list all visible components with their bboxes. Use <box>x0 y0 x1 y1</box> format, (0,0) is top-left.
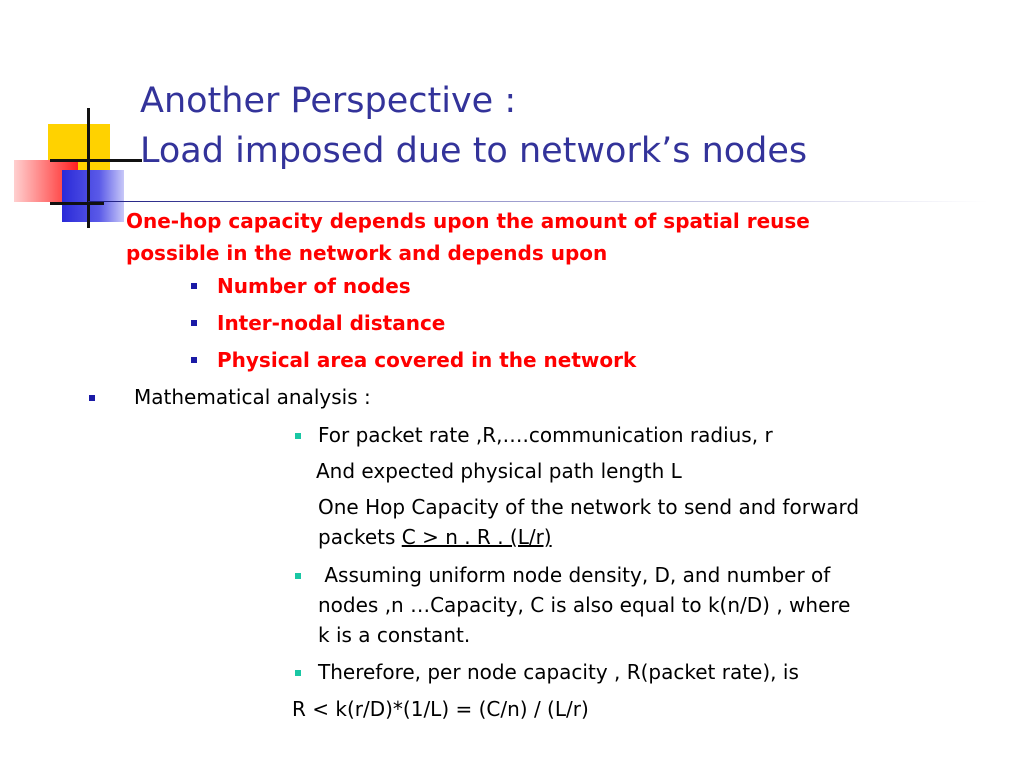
bullet-square-icon <box>89 395 95 401</box>
bullet-square-icon <box>295 433 301 439</box>
bullet-square-icon <box>191 283 197 289</box>
bullet-square-icon <box>191 357 197 363</box>
final-formula: R < k(r/D)*(1/L) = (C/n) / (L/r) <box>292 697 589 721</box>
density-line2: nodes ,n …Capacity, C is also equal to k… <box>318 593 851 617</box>
analysis-item-per-node-capacity: Therefore, per node capacity , R(packet … <box>318 660 799 684</box>
bullet-text-line1: One-hop capacity depends upon the amount… <box>126 209 810 233</box>
analysis-item-path-length: And expected physical path length L <box>316 459 682 483</box>
title-underline <box>88 201 988 202</box>
title-line-1: Another Perspective : <box>140 81 517 121</box>
packets-prefix: packets <box>318 525 402 549</box>
bullet-one-hop-capacity: One-hop capacity depends upon the amount… <box>126 205 810 269</box>
analysis-item-one-hop-capacity: One Hop Capacity of the network to send … <box>318 495 860 519</box>
sub-bullet-physical-area: Physical area covered in the network <box>217 348 637 372</box>
bullet-square-icon <box>191 320 197 326</box>
slide-title: Another Perspective : Load imposed due t… <box>140 76 807 176</box>
density-line3: k is a constant. <box>318 623 471 647</box>
vertical-line <box>87 108 90 228</box>
analysis-item-packets-formula: packets C > n . R . (L/r) <box>318 522 552 552</box>
bullet-mathematical-analysis: Mathematical analysis : <box>134 385 371 409</box>
horizontal-line-lower <box>50 202 104 205</box>
density-line1: Assuming uniform node density, D, and nu… <box>318 563 831 587</box>
analysis-item-packet-rate: For packet rate ,R,….communication radiu… <box>318 423 773 447</box>
title-line-2: Load imposed due to network’s nodes <box>140 131 808 171</box>
sub-bullet-inter-nodal-distance: Inter-nodal distance <box>217 311 446 335</box>
analysis-item-uniform-density: Assuming uniform node density, D, and nu… <box>318 560 850 650</box>
blue-square <box>62 170 124 222</box>
bullet-square-icon <box>295 573 301 579</box>
horizontal-line <box>50 159 142 162</box>
bullet-square-icon <box>295 670 301 676</box>
decorative-squares <box>0 0 160 240</box>
bullet-text-line2: possible in the network and depends upon <box>126 241 608 265</box>
sub-bullet-number-of-nodes: Number of nodes <box>217 274 411 298</box>
capacity-formula: C > n . R . (L/r) <box>401 525 552 549</box>
